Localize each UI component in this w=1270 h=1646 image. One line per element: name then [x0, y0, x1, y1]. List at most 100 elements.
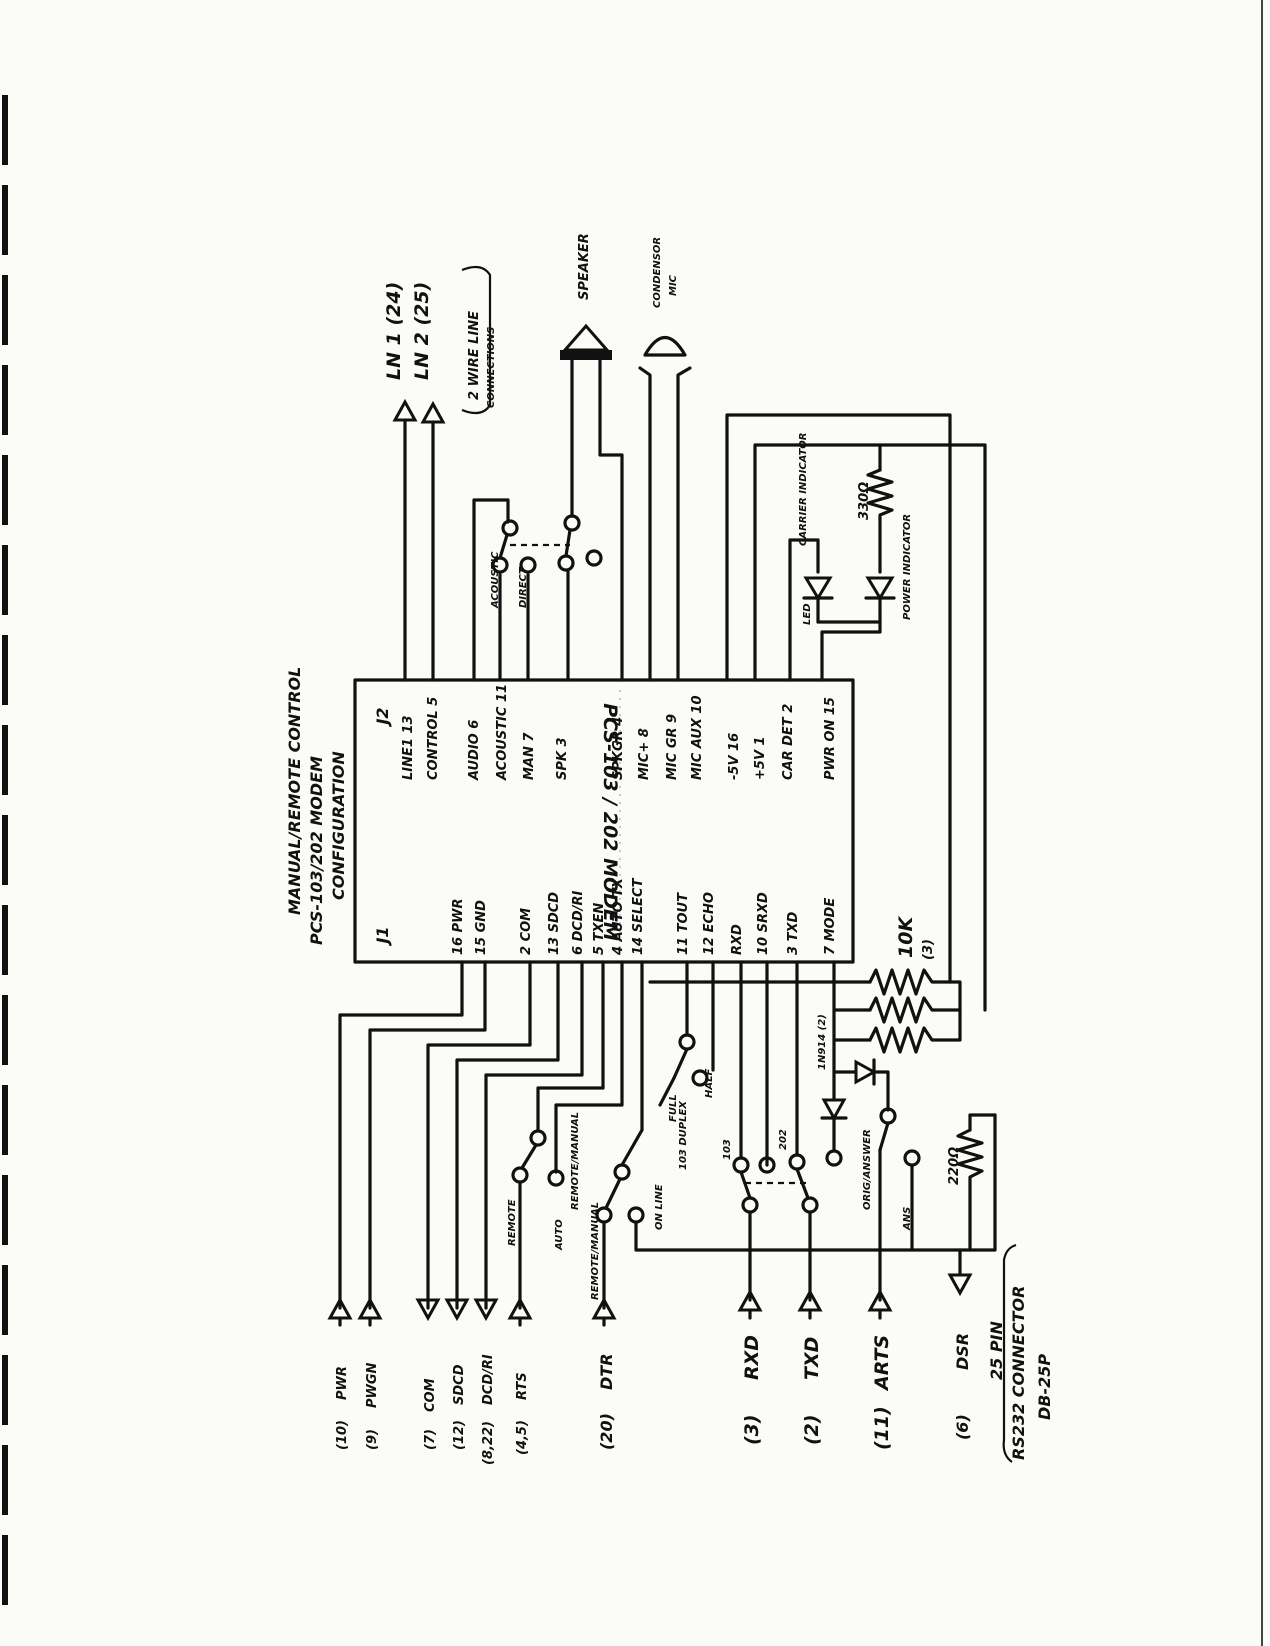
- arts-switch-lever: [878, 1121, 890, 1152]
- svg-text:PWGN: PWGN: [365, 1362, 380, 1408]
- duplex-lever: [672, 1047, 689, 1080]
- half-label: HALF: [704, 1069, 715, 1098]
- j1-pin-labels: 16 PWR 15 GND 2 COM 13 SDCD 6 DCD/RI 5 T…: [451, 877, 838, 956]
- j1-pin: 2 COM: [519, 908, 534, 955]
- line-note-bracket: [461, 265, 492, 415]
- led-label: LED: [802, 603, 813, 625]
- svg-text:(20): (20): [597, 1413, 616, 1450]
- r330-resistor: [866, 468, 894, 522]
- dtr-switch-lever: [604, 1177, 622, 1210]
- s103-label: 103: [722, 1139, 733, 1160]
- r330-label: 330Ω: [857, 482, 872, 520]
- r10k-qty: (3): [921, 939, 936, 960]
- j2-pin: AUDIO 6: [467, 720, 482, 781]
- sdcd-wire: [455, 960, 560, 1310]
- j2-pin: +5V 1: [753, 736, 768, 780]
- j2-pin: MIC GR 9: [665, 714, 680, 780]
- remote-manual-label-1: REMOTE/MANUAL: [570, 1112, 581, 1210]
- on-line-label: ON LINE: [654, 1184, 665, 1230]
- j1-pin: 6 DCD/RI: [571, 891, 586, 955]
- power-indicator-label: POWER INDICATOR: [902, 514, 913, 620]
- ln2-label: LN 2 (25): [411, 282, 433, 380]
- svg-text:(4,5): (4,5): [515, 1420, 530, 1455]
- j1-pin: 7 MODE: [823, 898, 838, 955]
- svg-text:DSR: DSR: [953, 1333, 972, 1370]
- svg-text:COM: COM: [423, 1378, 438, 1412]
- svg-text:(6): (6): [953, 1414, 972, 1440]
- j2-label: J2: [373, 707, 392, 727]
- dsr-loop-wire: [634, 1113, 997, 1252]
- full-label: FULL: [668, 1094, 679, 1122]
- orig-answer-label: ORIG/ANSWER: [862, 1129, 873, 1210]
- svg-text:RTS: RTS: [515, 1372, 530, 1400]
- j2-pin: CAR DET 2: [781, 704, 796, 780]
- svg-text:(11): (11): [871, 1406, 893, 1450]
- rxd-switch-lever: [739, 1170, 752, 1200]
- mic-wire-1: [638, 366, 652, 682]
- autotx-wire: [554, 960, 624, 1174]
- audio-wire: [472, 498, 510, 682]
- j2-pin: PWR ON 15: [823, 697, 838, 780]
- r10k-1: [868, 968, 952, 996]
- rs232-labels: (10) PWR (9) PWGN (7) COM (12) SDCD (8,2…: [335, 1333, 972, 1465]
- svg-text:DCD/RI: DCD/RI: [481, 1354, 496, 1405]
- rs232-arrows: [327, 1273, 973, 1327]
- speaker-label: SPEAKER: [577, 233, 592, 300]
- carrier-led-wire: [788, 538, 820, 682]
- connector-bracket: [1002, 1243, 1017, 1463]
- svg-text:ARTS: ARTS: [871, 1335, 893, 1392]
- j1-pin: 11 TOUT: [676, 892, 691, 955]
- speaker-cone: [561, 323, 611, 352]
- r220-wire-top: [968, 1113, 997, 1132]
- mic-label-2: MIC: [668, 274, 679, 296]
- j2-pin: CONTROL 5: [426, 697, 441, 780]
- j1-label: J1: [373, 926, 392, 946]
- ln1-arrow: [392, 398, 418, 422]
- svg-text:PWR: PWR: [335, 1366, 350, 1400]
- connector-caption-3: DB-25P: [1035, 1354, 1054, 1420]
- svg-text:PCS-103/202 MODEM: PCS-103/202 MODEM: [307, 756, 326, 945]
- txen-wire: [536, 960, 605, 1132]
- svg-text:(3): (3): [741, 1414, 763, 1445]
- svg-text:MANUAL/REMOTE CONTROL: MANUAL/REMOTE CONTROL: [285, 667, 304, 915]
- j2-pin: LINE1 13: [401, 715, 416, 780]
- svg-text:SDCD: SDCD: [452, 1364, 467, 1405]
- auto-label: AUTO: [554, 1219, 565, 1251]
- svg-text:TXD: TXD: [801, 1337, 823, 1380]
- r10k-2: [868, 980, 962, 1024]
- switch-lever: [498, 533, 509, 560]
- s202-label: 202: [778, 1129, 789, 1150]
- mic-body: [643, 336, 687, 357]
- j1-pin: 13 SDCD: [547, 892, 562, 955]
- j1-pin: 10 SRXD: [756, 892, 771, 955]
- j2-pin: MIC+ 8: [637, 728, 652, 780]
- j2-pin-labels: LINE1 13 CONTROL 5 AUDIO 6 ACOUSTIC 11 M…: [401, 684, 838, 781]
- svg-text:(8,22): (8,22): [481, 1421, 496, 1465]
- svg-text:(2): (2): [801, 1414, 823, 1445]
- carrier-led: [803, 576, 833, 601]
- r10k-label: 10K: [895, 916, 917, 958]
- r10k-3: [868, 1008, 962, 1054]
- svg-text:DTR: DTR: [597, 1353, 616, 1390]
- j1-pin: 16 PWR: [451, 899, 466, 956]
- speaker-body: [560, 350, 612, 360]
- ln1-label: LN 1 (24): [383, 282, 405, 380]
- j1-pin: 5 TXEN: [592, 903, 607, 955]
- svg-text:CONFIGURATION: CONFIGURATION: [329, 751, 348, 900]
- j1-pin: 15 GND: [474, 900, 489, 955]
- plus5v-wire: [753, 443, 987, 1012]
- j2-pin: MAN 7: [522, 732, 537, 780]
- ans-label: ANS: [902, 1207, 913, 1231]
- remote-manual-label-2: REMOTE/MANUAL: [590, 1202, 601, 1300]
- j2-pin: SPKGR 4: [611, 717, 626, 780]
- line-note-2: CONNECTIONS: [486, 327, 497, 408]
- remote-label: REMOTE: [507, 1199, 518, 1246]
- connector-caption-1: 25 PIN: [987, 1320, 1006, 1380]
- duplex-common: [658, 1076, 676, 1107]
- svg-text:(12): (12): [452, 1420, 467, 1450]
- j1-pin: RXD: [730, 924, 745, 955]
- minus5v-wire: [725, 413, 952, 982]
- j2-pin: ACOUSTIC 11: [495, 684, 510, 781]
